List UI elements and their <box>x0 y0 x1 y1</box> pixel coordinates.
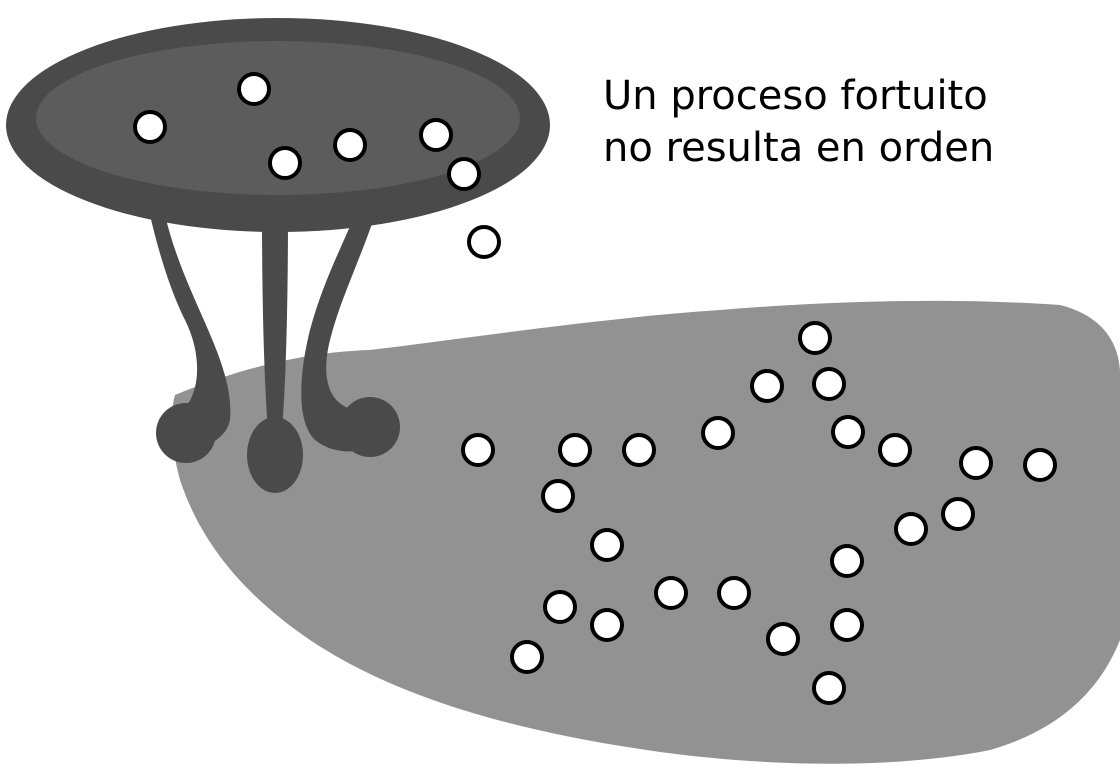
bead <box>333 128 367 162</box>
table-top <box>6 18 550 232</box>
bead <box>750 369 784 403</box>
floor-beads <box>461 321 1057 705</box>
bead <box>701 416 735 450</box>
bead <box>590 528 624 562</box>
bead <box>812 367 846 401</box>
bead <box>558 433 592 467</box>
bead <box>467 225 501 259</box>
left-foot <box>156 403 216 463</box>
bead <box>510 640 544 674</box>
bead <box>447 157 481 191</box>
bead <box>941 497 975 531</box>
caption-line-2: no resulta en orden <box>603 125 995 171</box>
bead <box>878 433 912 467</box>
bead <box>461 433 495 467</box>
bead <box>717 576 751 610</box>
bead <box>268 146 302 180</box>
bead <box>766 622 800 656</box>
table-legs <box>150 215 385 452</box>
bead <box>419 118 453 152</box>
bead <box>543 590 577 624</box>
bead <box>831 415 865 449</box>
table-beads <box>133 72 481 191</box>
bead <box>541 479 575 513</box>
bead <box>1023 448 1057 482</box>
table-feet <box>156 397 400 493</box>
bead <box>798 321 832 355</box>
bead <box>237 72 271 106</box>
caption: Un proceso fortuito no resulta en orden <box>603 70 994 174</box>
bead <box>590 608 624 642</box>
bead <box>812 671 846 705</box>
falling-beads <box>467 225 501 259</box>
center-foot <box>247 417 303 493</box>
floor-shadow <box>171 300 1120 764</box>
bead <box>654 576 688 610</box>
bead <box>830 608 864 642</box>
bead <box>959 446 993 480</box>
bead <box>622 433 656 467</box>
caption-line-1: Un proceso fortuito <box>603 73 988 119</box>
right-foot <box>340 397 400 457</box>
bead <box>830 544 864 578</box>
bead <box>133 110 167 144</box>
bead <box>894 512 928 546</box>
